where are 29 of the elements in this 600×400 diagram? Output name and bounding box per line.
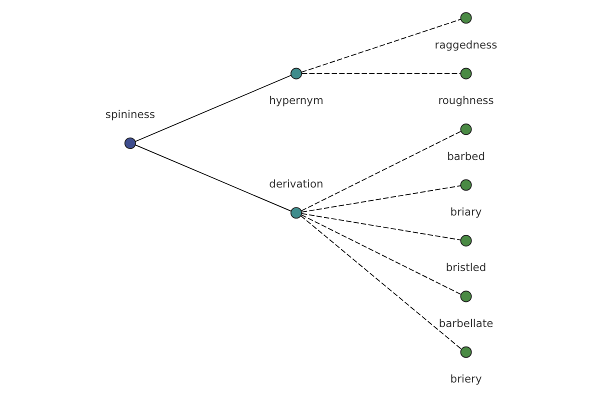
node-label: roughness (438, 94, 494, 108)
connector (301, 213, 462, 240)
node-circle (460, 234, 472, 246)
connector (300, 215, 462, 350)
connector (134, 144, 292, 212)
node-label: briary (450, 206, 482, 219)
node-circle (460, 346, 472, 358)
connector (134, 74, 292, 142)
node-circle (460, 179, 472, 191)
node-circle (290, 68, 302, 80)
node-circle (124, 137, 136, 149)
connector (301, 214, 462, 295)
connector (301, 130, 462, 212)
connector (301, 73, 461, 74)
node-label: barbellate (438, 316, 494, 330)
node-circle (460, 68, 472, 80)
node-label: derivation (269, 178, 324, 191)
node-label: raggedness (434, 38, 498, 52)
connector (301, 185, 462, 213)
connector (301, 18, 462, 73)
node-label: barbed (447, 150, 486, 163)
node-label: briery (450, 372, 482, 386)
node-label: bristled (446, 261, 486, 274)
node-circle (290, 207, 302, 219)
node-circle (460, 12, 472, 24)
node-circle (460, 290, 472, 302)
node-circle (460, 124, 472, 136)
node-label: spininess (105, 108, 156, 122)
node-label: hypernym (269, 94, 324, 108)
